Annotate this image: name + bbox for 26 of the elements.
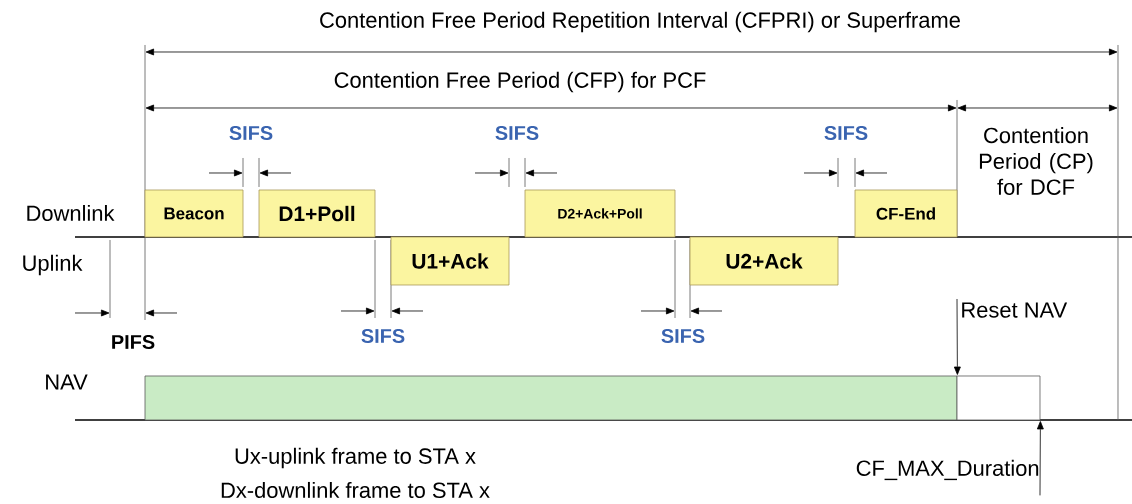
nav-extension-box <box>956 375 1041 421</box>
frame-box: Beacon <box>144 189 244 238</box>
interval-label: SIFS <box>661 328 705 344</box>
row-label: NAV <box>46 374 88 390</box>
nav-bar <box>144 375 958 421</box>
interval-label: SIFS <box>361 328 405 344</box>
frame-box: U2+Ack <box>689 236 839 286</box>
row-label: Downlink <box>27 204 115 222</box>
frame-box: D2+Ack+Poll <box>524 189 676 238</box>
frame-box: D1+Poll <box>258 189 376 238</box>
legend-text: Ux-uplink frame to STA x <box>235 447 476 469</box>
interval-label: SIFS <box>229 125 273 141</box>
period-label: Contention Period (CP) for DCF <box>979 127 1093 195</box>
arrow <box>953 298 961 375</box>
dimension-label: Contention Free Period Repetition Interval (CFPRI) or Superframe <box>320 11 960 33</box>
interval-label: PIFS <box>112 334 155 350</box>
arrow <box>1036 421 1044 496</box>
annotation-text: Reset NAV <box>962 302 1068 318</box>
row-label: Uplink <box>23 254 83 276</box>
legend-text: Dx-downlink frame to STA x <box>221 481 490 499</box>
frame-box: U1+Ack <box>390 236 510 286</box>
dimension-label: Contention Free Period (CFP) for PCF <box>334 71 706 93</box>
annotation-text: CF_MAX_Duration <box>856 459 1039 481</box>
interval-label: SIFS <box>495 125 539 141</box>
interval-label: SIFS <box>824 125 868 141</box>
frame-box: CF-End <box>854 189 958 238</box>
